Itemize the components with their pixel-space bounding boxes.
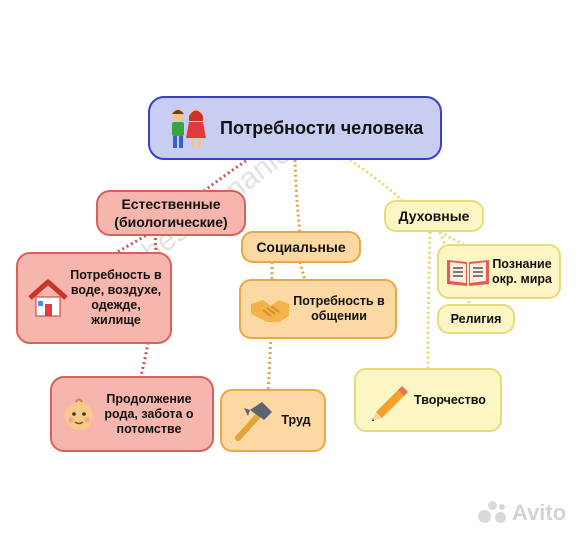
social-leaf-work-label: Труд: [281, 413, 311, 427]
spiritual-leaf-religion: Религия: [437, 304, 515, 334]
avito-dots-icon: [478, 501, 508, 525]
link-root-social: [293, 159, 302, 235]
pencil-icon: [372, 386, 408, 421]
spiritual-leaf-creativity-label: Творчество: [414, 392, 486, 407]
book-icon: [447, 259, 489, 286]
branch-natural: Естественные (биологические): [96, 190, 246, 236]
branch-natural-title: Естественные (биологические): [114, 196, 228, 230]
natural-leaf-basic: Потребность в воде, воздухе, одежде, жил…: [16, 252, 172, 344]
link-social-leaf1: [298, 261, 307, 281]
social-leaf-communication-label: Потребность в общении: [293, 294, 385, 323]
spiritual-leaf-creativity: Творчество: [354, 368, 502, 432]
baby-face-icon: [65, 398, 93, 430]
hammer-icon: [235, 401, 272, 441]
natural-leaf-family-label: Продолжение рода, забота о потомстве: [104, 391, 194, 436]
branch-spiritual-title: Духовные: [398, 208, 470, 224]
house-icon: [28, 279, 68, 317]
link-spiritual-leaf3: [426, 231, 432, 373]
root-title: Потребности человека: [220, 117, 424, 138]
children-icon: [172, 109, 206, 148]
branch-social: Социальные: [241, 231, 361, 263]
branch-spiritual: Духовные: [384, 200, 484, 232]
spiritual-leaf-religion-label: Религия: [450, 311, 502, 326]
natural-leaf-family: Продолжение рода, забота о потомстве: [50, 376, 214, 452]
branch-social-title: Социальные: [256, 239, 346, 255]
root-node: Потребности человека: [148, 96, 442, 160]
link-root-spiritual: [349, 158, 407, 205]
social-leaf-work: Труд: [220, 389, 326, 452]
handshake-icon: [251, 300, 289, 322]
spiritual-leaf-knowledge: Познание окр. мира: [437, 244, 561, 299]
avito-wordmark: Avito: [512, 500, 567, 525]
social-leaf-communication: Потребность в общении: [239, 279, 397, 339]
natural-leaf-basic-label: Потребность в воде, воздухе, одежде, жил…: [70, 268, 162, 327]
spiritual-leaf-knowledge-label: Познание окр. мира: [492, 256, 552, 286]
avito-logo: Avito: [478, 500, 566, 526]
